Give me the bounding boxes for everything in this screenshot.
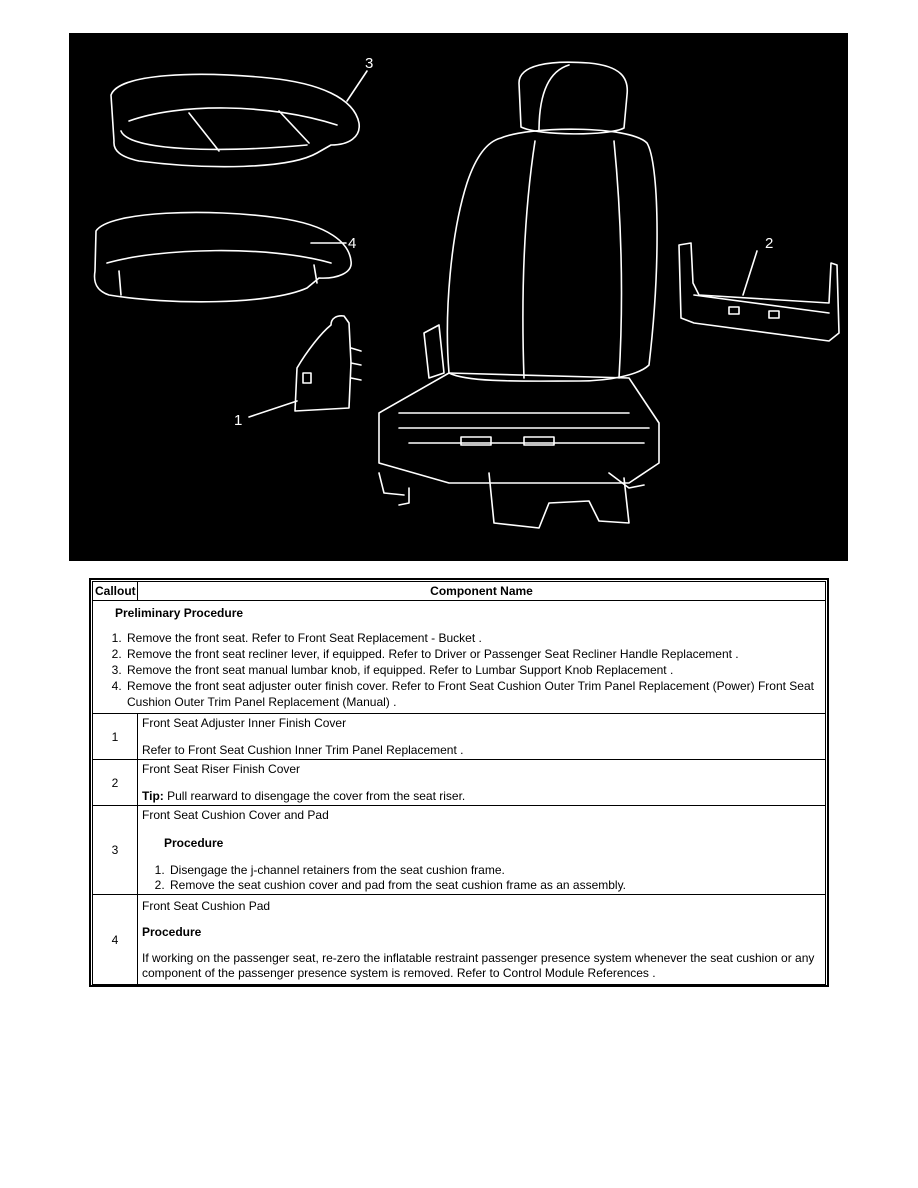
preliminary-step: Remove the front seat recliner lever, if… [125, 646, 823, 662]
component-note: If working on the passenger seat, re-zer… [142, 950, 815, 980]
preliminary-procedure-title: Preliminary Procedure [115, 606, 244, 620]
procedure-label: Procedure [164, 835, 224, 850]
seat-frame-drawing [378, 324, 660, 529]
component-name: Front Seat Riser Finish Cover [142, 761, 301, 776]
callout-number: 4 [92, 894, 138, 985]
preliminary-step: Remove the front seat. Refer to Front Se… [125, 630, 823, 646]
component-note: Refer to Front Seat Cushion Inner Trim P… [142, 742, 464, 757]
table-row: 3 Front Seat Cushion Cover and Pad Proce… [92, 805, 826, 895]
header-component-name: Component Name [137, 581, 826, 601]
callout-leaders [248, 70, 758, 418]
callout-number: 2 [92, 759, 138, 806]
preliminary-step: Remove the front seat adjuster outer fin… [125, 678, 823, 710]
component-table: Callout Component Name Preliminary Proce… [89, 578, 829, 987]
procedure-steps: Disengage the j-channel retainers from t… [142, 863, 821, 893]
preliminary-steps: Remove the front seat. Refer to Front Se… [95, 630, 823, 710]
callout-number: 1 [92, 713, 138, 760]
callout-label-3: 3 [365, 55, 373, 72]
table-row: 2 Front Seat Riser Finish Cover Tip: Pul… [92, 759, 826, 806]
procedure-step: Disengage the j-channel retainers from t… [168, 863, 821, 878]
adjuster-inner-cover-drawing [294, 315, 362, 412]
preliminary-procedure-row: Preliminary Procedure Remove the front s… [92, 600, 826, 714]
callout-number: 3 [92, 805, 138, 895]
seat-riser-cover-drawing [678, 242, 840, 342]
procedure-label: Procedure [142, 924, 202, 939]
component-name: Front Seat Adjuster Inner Finish Cover [142, 715, 347, 730]
procedure-step: Remove the seat cushion cover and pad fr… [168, 878, 821, 893]
callout-label-4: 4 [348, 235, 356, 252]
tip-text: Pull rearward to disengage the cover fro… [163, 788, 466, 803]
table-row: 4 Front Seat Cushion Pad Procedure If wo… [92, 894, 826, 985]
component-name: Front Seat Cushion Cover and Pad [142, 807, 329, 822]
callout-label-2: 2 [765, 235, 773, 252]
seat-illustration: 3 4 2 1 [69, 33, 848, 561]
tip-label: Tip: [142, 788, 164, 803]
component-tip: Tip: Pull rearward to disengage the cove… [142, 789, 821, 804]
table-header-row: Callout Component Name [92, 581, 826, 601]
seat-back-drawing [446, 61, 658, 382]
preliminary-step: Remove the front seat manual lumbar knob… [125, 662, 823, 678]
header-callout: Callout [92, 581, 138, 601]
component-name: Front Seat Cushion Pad [142, 898, 271, 913]
table-row: 1 Front Seat Adjuster Inner Finish Cover… [92, 713, 826, 760]
callout-label-1: 1 [234, 412, 242, 429]
seat-cushion-cover-drawing [110, 73, 360, 168]
seat-cushion-pad-drawing [93, 211, 352, 303]
